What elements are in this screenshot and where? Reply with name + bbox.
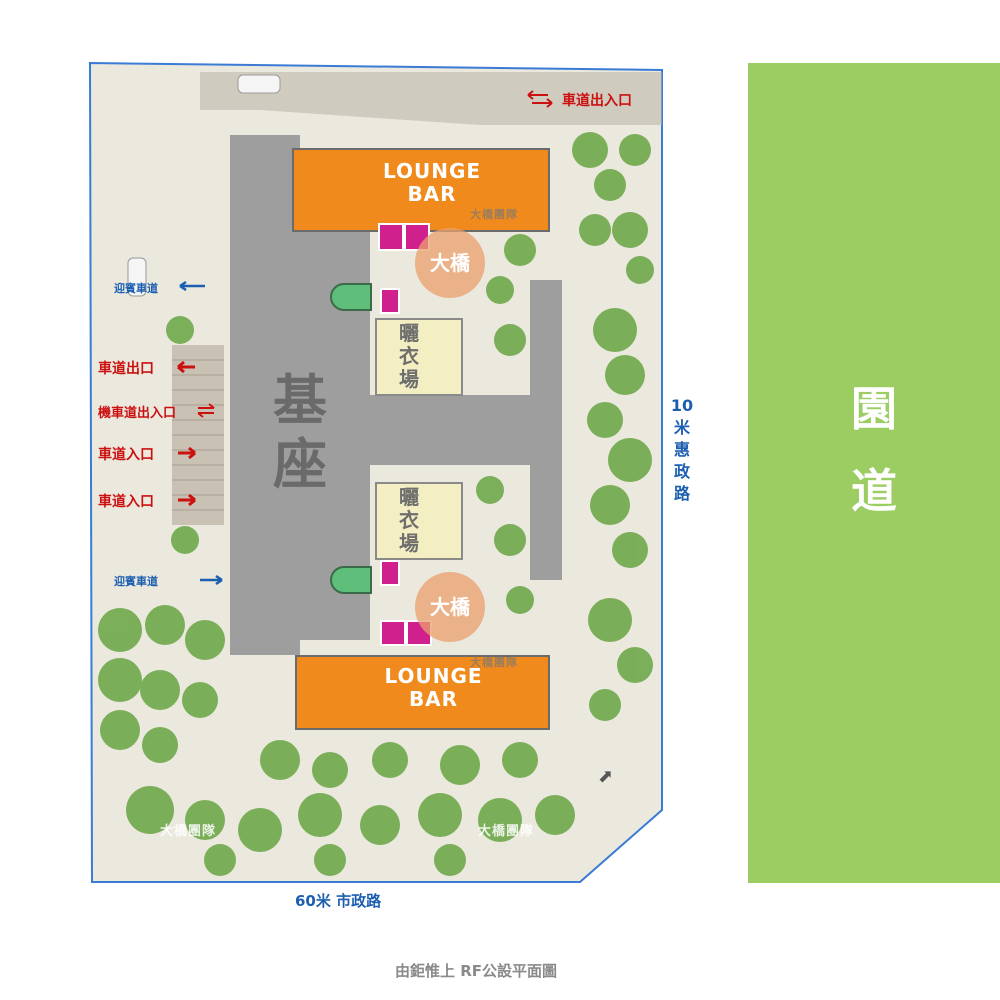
watermark: 大橋團隊 bbox=[160, 824, 217, 839]
ramp-entry-exit-top-label: 車道出入口 bbox=[562, 93, 632, 109]
lounge-top-text: LOUNGE BAR bbox=[316, 160, 548, 206]
park-label-2: 道 bbox=[851, 464, 897, 518]
road-right-char-4: 政 bbox=[673, 462, 690, 481]
drying-top-char-2: 衣 bbox=[399, 344, 419, 368]
stair-bottom bbox=[330, 566, 372, 594]
road-right-char-5: 路 bbox=[673, 484, 690, 503]
road-right-char-1: 10 bbox=[670, 396, 694, 415]
road-bottom-label: 60米 市政路 bbox=[295, 892, 382, 910]
lounge-bar-bottom: LOUNGE BAR bbox=[295, 655, 550, 730]
ramp-entry-label-1: 車道入口 bbox=[98, 447, 154, 463]
room-magenta bbox=[378, 223, 404, 251]
drying-bottom-text: 曬 衣 場 bbox=[397, 486, 421, 555]
guest-drive-bottom-label: 迎賓車道 bbox=[114, 575, 158, 588]
road-right-label: 10 米 惠 政 路 bbox=[670, 395, 694, 505]
base-char-2: 座 bbox=[273, 432, 327, 496]
drying-bottom-char-2: 衣 bbox=[399, 508, 419, 532]
lounge-bottom-line1: LOUNGE bbox=[384, 664, 483, 688]
drying-top-char-3: 場 bbox=[399, 367, 419, 391]
stair-top bbox=[330, 283, 372, 311]
brand-logo: 大橋 bbox=[415, 572, 485, 642]
building-south-core bbox=[300, 465, 370, 640]
drying-top-text: 曬 衣 場 bbox=[397, 322, 421, 391]
tree-clusters bbox=[98, 132, 654, 876]
watermark: 大橋團隊 bbox=[470, 208, 518, 221]
drying-area-bottom: 曬 衣 場 bbox=[375, 482, 463, 560]
road-right-char-3: 惠 bbox=[673, 440, 690, 459]
moto-ramp-label: 機車道出入口 bbox=[98, 406, 177, 421]
drying-area-top: 曬 衣 場 bbox=[375, 318, 463, 396]
building-north-core bbox=[300, 230, 370, 395]
brand-logo: 大橋 bbox=[415, 228, 485, 298]
building-east-strip bbox=[530, 280, 562, 580]
building-west-wing bbox=[230, 135, 300, 655]
arrow-icons bbox=[177, 90, 553, 586]
park-label-1: 園 bbox=[851, 382, 897, 436]
compass-icon: ⬈ bbox=[598, 766, 614, 787]
top-driveway bbox=[200, 72, 662, 125]
room-magenta bbox=[380, 620, 406, 646]
drying-top-char-1: 曬 bbox=[399, 321, 419, 345]
road-right-char-2: 米 bbox=[673, 418, 690, 437]
ramp-stripe-lines bbox=[172, 359, 224, 511]
base-char-1: 基 bbox=[273, 368, 327, 432]
lounge-top-line1: LOUNGE bbox=[382, 159, 482, 183]
ramp-exit-label: 車道出口 bbox=[98, 361, 154, 377]
drying-bottom-char-3: 場 bbox=[399, 531, 419, 555]
room-magenta bbox=[380, 560, 400, 586]
base-label: 基 座 bbox=[270, 368, 330, 496]
ramp-entry-label-2: 車道入口 bbox=[98, 494, 154, 510]
guest-drive-top-label: 迎賓車道 bbox=[114, 282, 158, 295]
room-magenta bbox=[380, 288, 400, 314]
park-strip: 園 道 bbox=[748, 63, 1000, 883]
car-icon-left bbox=[127, 257, 147, 297]
building-center-bar bbox=[298, 395, 562, 465]
watermark: 大橋團隊 bbox=[470, 656, 518, 669]
drying-bottom-char-1: 曬 bbox=[399, 485, 419, 509]
watermark: 大橋團隊 bbox=[478, 824, 535, 839]
lounge-top-line2: BAR bbox=[407, 182, 457, 206]
page-caption: 由鉅惟上 RF公設平面圖 bbox=[395, 962, 558, 980]
lounge-bottom-line2: BAR bbox=[408, 687, 459, 711]
car-icon bbox=[237, 74, 281, 94]
lounge-bottom-text: LOUNGE BAR bbox=[319, 665, 548, 711]
